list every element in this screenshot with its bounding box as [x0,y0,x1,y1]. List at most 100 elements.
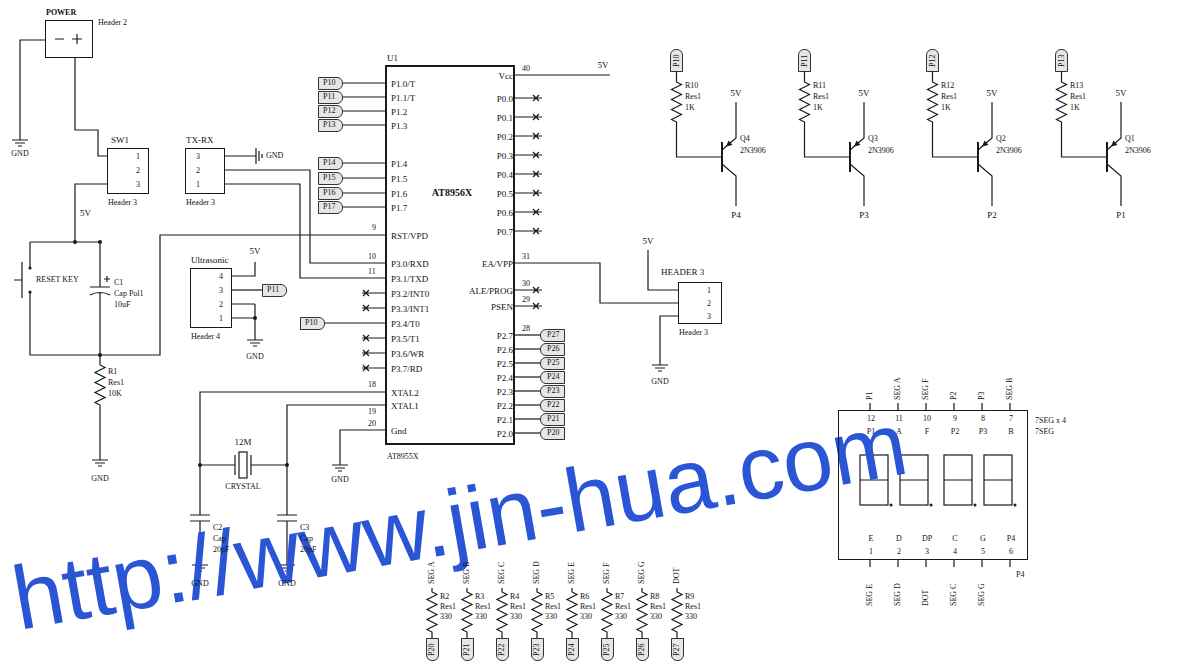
part-text: 4 [219,273,223,282]
jumper-header: HEADER 3123Header 3 [678,282,722,324]
part-text: DP [922,535,932,544]
schematic-label: 19 [368,408,376,417]
emitter-arrow [982,140,989,146]
schematic-label: SEG E [568,562,577,584]
part-text: P2.4 [497,374,513,384]
wire [515,263,678,303]
part-text: P0.7 [497,228,513,238]
schematic-label: Res1 [615,603,631,612]
capacitor-symbol [90,242,110,355]
schematic-label: 20pF [300,546,316,555]
crystal-symbol [239,452,247,478]
ground-symbol [247,340,263,346]
schematic-label: 330 [685,613,697,622]
schematic-label: 10 [368,253,376,262]
part-text: 9 [953,415,957,424]
schematic-label: R12 [941,82,954,91]
net-label: P11 [798,49,811,72]
net-name: P15 [323,174,335,183]
part-text: 7 [1009,415,1013,424]
microcontroller-chip: U1P1.0/TP1.1/TP1.2P1.3P1.4P1.5P1.6P1.7RS… [385,65,515,445]
ground-symbol [92,460,108,466]
part-text: P1 [867,428,875,437]
schematic-label: SEG G [638,561,647,584]
schematic-label: 330 [545,613,557,622]
part-text: P0.5 [497,190,513,200]
part-text: 6 [1009,548,1013,557]
part-text: Header 3 [108,199,137,208]
net-name: P22 [547,401,559,410]
part-text: P2.2 [497,402,513,412]
part-text: B [1008,428,1013,437]
part-text: G [980,535,986,544]
transistor-base [977,142,979,172]
net-name: P21 [547,415,559,424]
part-text: Ultrasonic [191,256,229,266]
transistor-base [849,142,851,172]
part-text: 4 [953,548,957,557]
switch-contact [28,290,31,293]
part-text: 3 [136,181,140,190]
net-label: P12 [926,49,939,72]
part-text: EA/VPP [482,260,513,270]
schematic-label: C2 [213,524,222,533]
schematic-label: GND [11,150,28,159]
wire [515,390,540,391]
schematic-label: C3 [300,524,309,533]
schematic-label: R2 [440,593,449,602]
schematic-label: R1 [108,368,117,377]
net-label: P13 [318,119,343,132]
net-name: P26 [547,345,559,354]
net-name: P12 [323,107,335,116]
part-text: A [896,428,902,437]
net-label: P22 [540,399,565,412]
junction-dot [98,353,102,357]
schematic-label: 5V [859,89,870,99]
net-name: P11 [267,286,279,295]
schematic-label: GND [246,353,263,362]
schematic-label: R3 [475,593,484,602]
wire [343,177,385,178]
schematic-label: R5 [545,593,554,602]
part-text: 8 [981,415,985,424]
schematic-label: GND [91,475,108,484]
part-text: P2.0 [497,430,513,440]
net-label: P11 [262,284,287,297]
ground-symbol [225,148,262,164]
net-name: P10 [672,55,681,67]
ground-symbol [12,140,28,146]
part-text: 5 [981,548,985,557]
schematic-label: Res1 [440,603,456,612]
schematic-label: SEG D [533,561,542,584]
schematic-label: 330 [440,613,452,622]
wire [325,322,385,323]
wire [100,235,385,355]
net-name: P24 [547,373,559,382]
schematic-label: 9 [372,224,376,233]
part-text: RST/VPD [391,232,428,242]
schematic-label: 2N3906 [1125,147,1151,156]
part-text: POWER [46,9,76,18]
part-text: Header 2 [98,19,127,28]
schematic-label: 31 [522,253,530,262]
schematic-label: Res1 [685,603,701,612]
net-label: P25 [601,638,614,661]
decimal-point [974,504,977,507]
net-name: P17 [323,203,335,212]
part-text: 2 [897,548,901,557]
net-name: P27 [673,644,682,656]
schematic-label: 5V [731,89,742,99]
schematic-label: Res1 [941,93,957,102]
net-label: P27 [540,329,565,342]
net-label: P12 [318,105,343,118]
wire [343,162,385,163]
emitter-arrow [1111,140,1118,146]
transistor-base [721,142,723,172]
schematic-label: Res1 [1070,93,1086,102]
schematic-label: R11 [813,82,826,91]
decimal-point [1014,504,1017,507]
decimal-point [930,504,933,507]
transistor-base [1106,142,1108,172]
net-name: P10 [323,79,335,88]
ground-symbol [652,365,668,371]
